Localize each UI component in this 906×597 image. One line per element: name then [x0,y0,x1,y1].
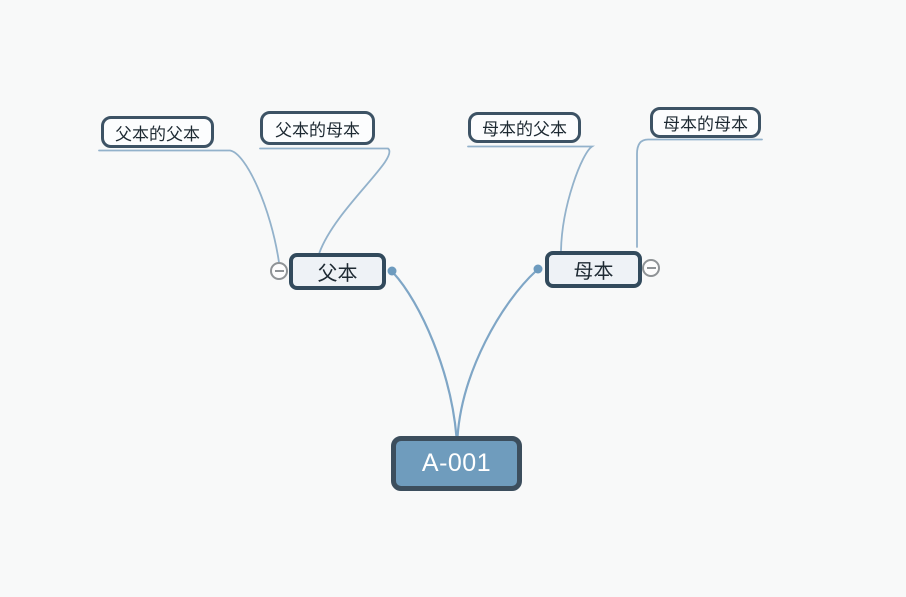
node-mother-father-label: 母本的父本 [482,120,567,139]
node-father-father[interactable]: 父本的父本 [101,116,214,148]
collapse-mother-button[interactable] [642,259,660,277]
connector-dot-father [387,266,397,276]
node-mother-father[interactable]: 母本的父本 [468,112,581,143]
edge-mother-mothermother [636,138,763,248]
node-father[interactable]: 父本 [289,253,386,290]
node-root-label: A-001 [421,449,492,477]
minus-circle-icon [274,270,284,272]
node-mother-mother-label: 母本的母本 [663,115,748,134]
minus-circle-icon [646,267,656,269]
node-father-father-label: 父本的父本 [115,124,200,144]
node-mother[interactable]: 母本 [545,251,642,288]
edge-mother-motherfather [467,145,596,252]
node-father-mother-label: 父本的母本 [275,120,360,140]
connector-dot-mother [533,264,543,274]
edge-father-fatherfather [98,149,280,264]
edge-root-father [391,271,458,439]
collapse-father-button[interactable] [270,262,288,280]
edge-father-fathermother [259,147,391,254]
edge-root-mother [456,269,538,439]
node-father-mother[interactable]: 父本的母本 [260,111,375,145]
node-mother-mother[interactable]: 母本的母本 [650,107,761,138]
node-root[interactable]: A-001 [391,436,522,491]
node-mother-label: 母本 [573,261,614,283]
node-father-label: 父本 [317,263,358,285]
